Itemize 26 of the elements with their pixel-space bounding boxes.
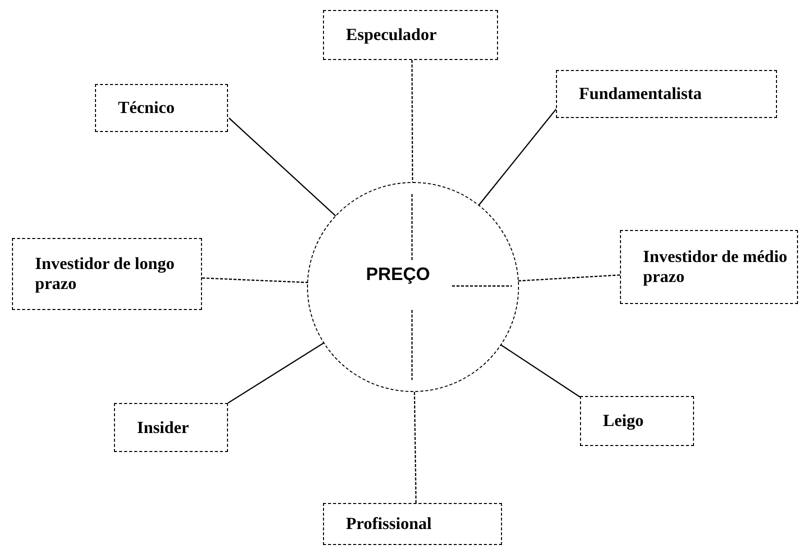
trader-box [556, 70, 777, 118]
connector-line [202, 277, 308, 284]
trader-box [323, 10, 498, 60]
box-label: Profissional [346, 513, 432, 536]
connector-line [411, 60, 414, 182]
box-label: Leigo [603, 410, 644, 432]
trader-box [323, 503, 502, 545]
box-label: Insider [137, 416, 189, 439]
connector-line [228, 118, 336, 216]
box-label: Fundamentalista [579, 83, 702, 106]
box-label: Especulador [346, 24, 437, 46]
trader-box [580, 396, 694, 446]
trader-box [95, 84, 228, 132]
box-label: Investidor de longo prazo [35, 253, 176, 295]
trader-box [12, 238, 202, 310]
connector-line [500, 344, 580, 398]
center-label: PREÇO [366, 264, 430, 285]
connector-line [414, 392, 417, 503]
box-label: Técnico [118, 97, 175, 120]
box-label: Investidor de médio prazo [643, 246, 788, 288]
connector-line [228, 342, 324, 404]
trader-box [620, 230, 798, 304]
connector-line [478, 108, 558, 206]
connector-line [518, 274, 620, 282]
price-circle [307, 182, 519, 392]
trader-box [114, 403, 228, 452]
